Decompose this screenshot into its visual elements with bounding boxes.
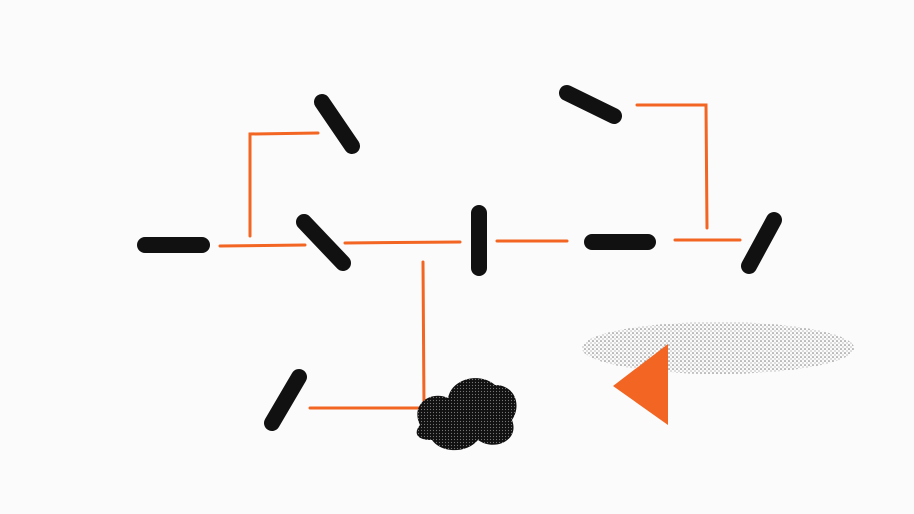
- observer-triangle: [613, 344, 668, 425]
- mirror: [264, 369, 307, 431]
- beam-segment: [635, 103, 709, 230]
- shadow-area: [582, 322, 854, 374]
- beam-splitter: [296, 214, 351, 271]
- beam-segment: [421, 260, 426, 409]
- beam-segment: [218, 243, 307, 248]
- detector-blob: [416, 378, 517, 451]
- mirror: [314, 94, 360, 154]
- beam-segment: [343, 240, 462, 245]
- mirror: [559, 85, 622, 124]
- beam-paths: [218, 103, 742, 410]
- optical-components: [137, 85, 782, 431]
- mirror: [741, 212, 782, 274]
- beam-segment: [248, 131, 320, 238]
